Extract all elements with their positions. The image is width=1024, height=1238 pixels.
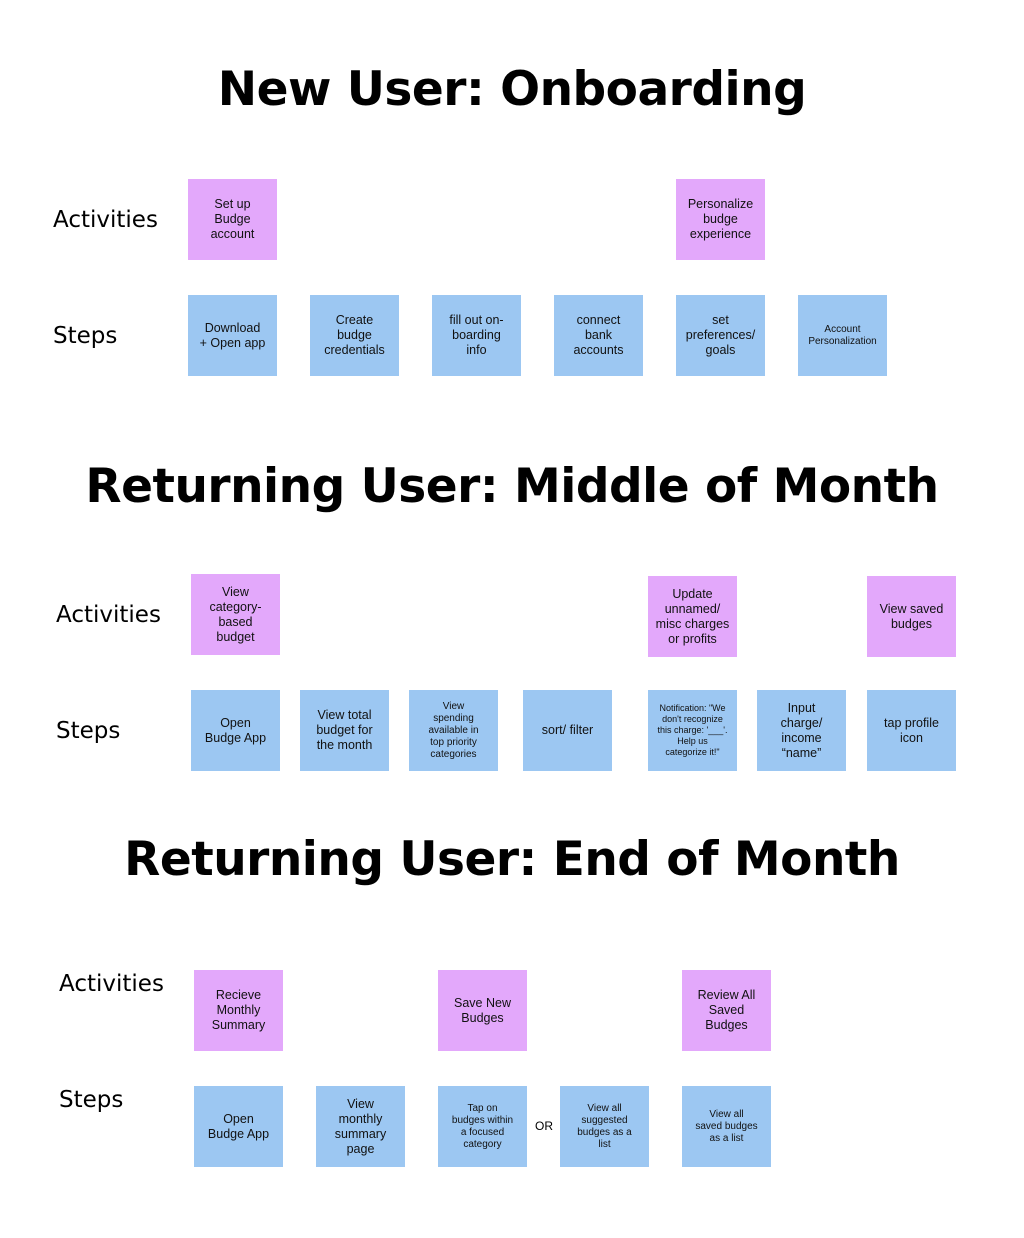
section-title-onboarding: New User: Onboarding [217,62,807,117]
step-note[interactable]: set preferences/ goals [676,295,765,376]
activities-label: Activities [59,971,164,997]
activities-label: Activities [53,207,158,233]
step-note[interactable]: sort/ filter [523,690,612,771]
activity-note[interactable]: Review All Saved Budges [682,970,771,1051]
activity-note[interactable]: Save New Budges [438,970,527,1051]
step-note[interactable]: Input charge/ income “name” [757,690,846,771]
step-note[interactable]: Create budge credentials [310,295,399,376]
step-note[interactable]: connect bank accounts [554,295,643,376]
activity-note[interactable]: Recieve Monthly Summary [194,970,283,1051]
activity-note[interactable]: Personalize budge experience [676,179,765,260]
activity-note[interactable]: View category- based budget [191,574,280,655]
steps-label: Steps [56,718,121,744]
section-title-end-of-month: Returning User: End of Month [124,832,900,887]
step-note[interactable]: Open Budge App [194,1086,283,1167]
activity-note[interactable]: View saved budges [867,576,956,657]
step-note[interactable]: Account Personalization [798,295,887,376]
step-note[interactable]: Notification: "We don't recognize this c… [648,690,737,771]
activity-note[interactable]: Set up Budge account [188,179,277,260]
step-note[interactable]: Tap on budges within a focused category [438,1086,527,1167]
activity-note[interactable]: Update unnamed/ misc charges or profits [648,576,737,657]
step-note[interactable]: View all suggested budges as a list [560,1086,649,1167]
step-note[interactable]: View all saved budges as a list [682,1086,771,1167]
steps-label: Steps [53,323,118,349]
step-note[interactable]: fill out on- boarding info [432,295,521,376]
section-title-middle-of-month: Returning User: Middle of Month [85,459,939,514]
activities-label: Activities [56,602,161,628]
step-note[interactable]: View spending available in top priority … [409,690,498,771]
step-note[interactable]: Download + Open app [188,295,277,376]
step-note[interactable]: View total budget for the month [300,690,389,771]
step-note[interactable]: Open Budge App [191,690,280,771]
steps-label: Steps [59,1087,124,1113]
step-note[interactable]: tap profile icon [867,690,956,771]
or-connector: OR [535,1119,553,1133]
step-note[interactable]: View monthly summary page [316,1086,405,1167]
